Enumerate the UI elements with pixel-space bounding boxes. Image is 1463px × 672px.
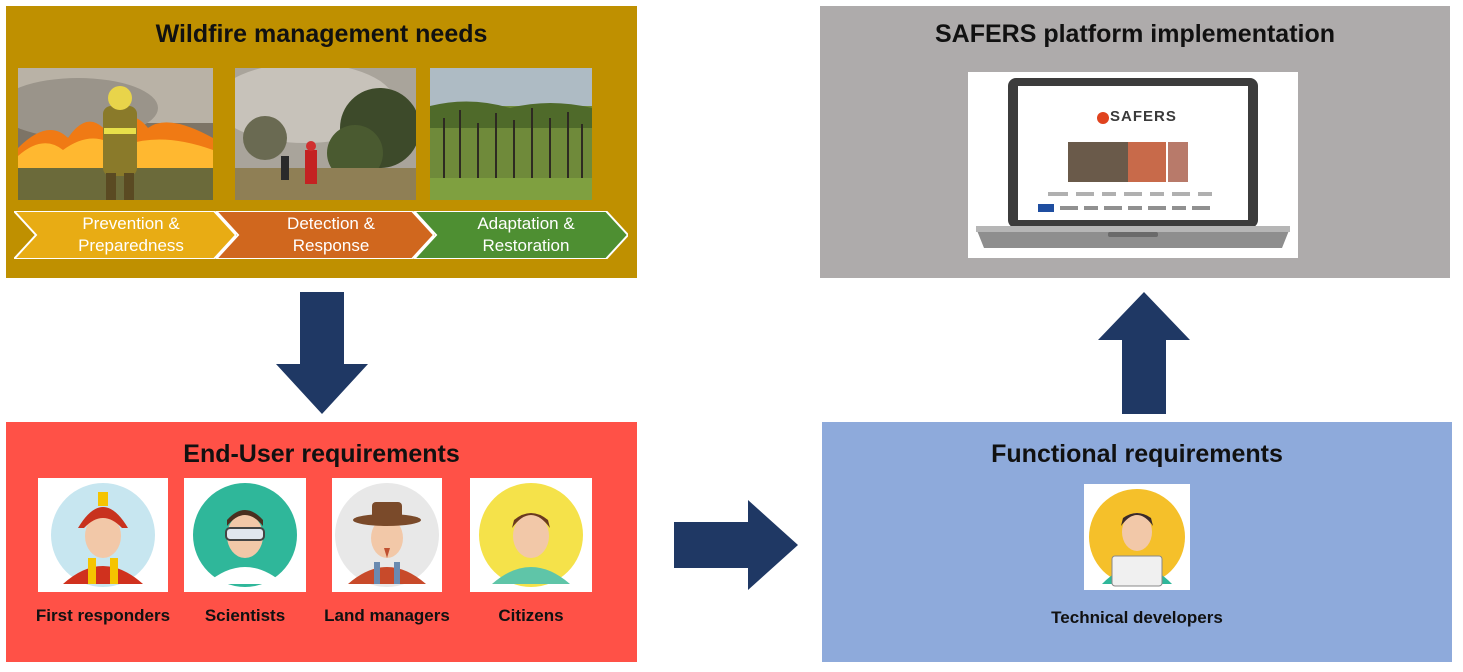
functional-requirements-panel: Functional requirements Technical develo… [822,422,1452,662]
stage-prevention: Prevention & Preparedness [14,211,236,259]
safers-platform-panel: SAFERS platform implementation [820,6,1450,278]
scientist-icon [193,483,297,587]
end-user-requirements-panel: End-User requirements First responders S… [6,422,637,662]
stage-adaptation-label: Adaptation & Restoration [477,214,575,255]
photo-burned-forest [430,68,592,200]
land-manager-icon [335,483,439,587]
safers-logo-text: SAFERS [1110,108,1177,125]
persona-citizens-label: Citizens [498,606,564,625]
arrow-down [276,292,368,414]
arrow-up [1098,292,1190,414]
persona-technical-developers-label: Technical developers [1051,608,1223,627]
photo-firefighter-flames [18,68,213,200]
functional-requirements-title: Functional requirements [991,440,1283,468]
persona-technical-developers: Technical developers [1051,484,1223,627]
firefighter-icon [51,483,155,587]
stage-detection: Detection & Response [216,211,434,259]
end-user-requirements-title: End-User requirements [183,440,460,468]
persona-scientists-label: Scientists [204,606,286,625]
stage-prevention-label: Prevention & Preparedness [78,214,184,255]
persona-land-managers: Land managers [324,478,450,625]
wildfire-needs-panel: Wildfire management needs [6,6,637,278]
persona-citizens: Citizens [470,478,592,625]
photo-smoky-forest [235,68,416,200]
laptop-screenshot: SAFERS [968,72,1298,258]
safers-platform-title: SAFERS platform implementation [934,20,1336,48]
wildfire-needs-title: Wildfire management needs [155,20,488,48]
arrow-right [674,500,798,590]
stage-detection-label: Detection & Response [287,214,375,255]
persona-scientists: Scientists [184,478,306,625]
persona-first-responders-label: First responders [35,606,171,625]
persona-first-responders: First responders [36,478,170,625]
developer-icon [1089,489,1185,587]
stage-adaptation: Adaptation & Restoration [414,211,628,259]
persona-land-managers-label: Land managers [324,606,450,625]
citizen-icon [479,483,583,587]
